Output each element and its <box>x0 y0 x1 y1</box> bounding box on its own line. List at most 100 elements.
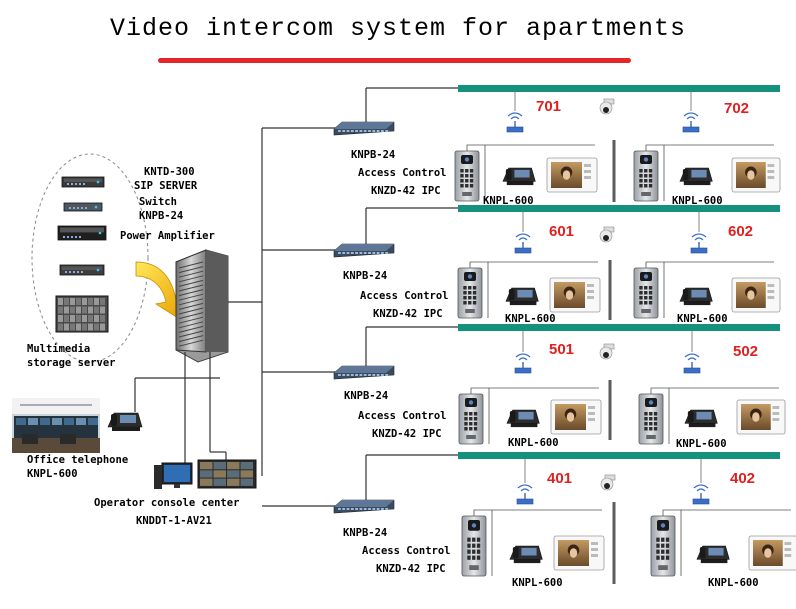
indoor-monitor-icon <box>549 277 601 313</box>
ipc-label: KNZD-42 IPC <box>372 428 442 440</box>
dome-camera-icon <box>599 226 615 243</box>
title-underline <box>158 58 631 63</box>
wifi-icon <box>682 112 700 133</box>
floor-switch-label: KNPB-24 <box>343 527 388 539</box>
operator-console-icon <box>154 459 257 489</box>
door-panel-icon <box>461 515 487 577</box>
access-control-label: Access Control <box>362 545 451 557</box>
indoor-monitor-icon <box>550 399 602 435</box>
room-divider <box>608 380 612 440</box>
desk-phone-icon <box>679 287 713 306</box>
operator-label-line1: Operator console center <box>94 497 240 509</box>
storage-server-device <box>55 295 109 333</box>
room-number: 701 <box>536 98 562 115</box>
server-group-outline <box>31 153 149 363</box>
room-divider <box>612 502 616 584</box>
ipc-label: KNZD-42 IPC <box>373 308 443 320</box>
indoor-monitor-icon <box>553 535 605 571</box>
wifi-icon <box>690 233 708 254</box>
floor-switch-3 <box>333 365 395 380</box>
access-control-label: Access Control <box>358 167 447 179</box>
switch-name-label: Switch <box>139 196 177 208</box>
wifi-icon <box>692 484 710 505</box>
desk-phone-icon <box>679 167 713 186</box>
room-divider <box>608 260 612 320</box>
floor-switch-label: KNPB-24 <box>344 390 389 402</box>
door-panel-icon <box>458 393 484 445</box>
desk-phone-icon <box>505 287 539 306</box>
floor-switch-2 <box>333 243 395 258</box>
connection-lines <box>134 87 458 507</box>
floor-switch-label: KNPB-24 <box>343 270 388 282</box>
room-phone-label: KNPL-600 <box>677 313 728 325</box>
network-device <box>59 264 105 276</box>
indoor-monitor-icon <box>748 535 796 571</box>
wifi-icon <box>514 233 532 254</box>
room-number: 702 <box>724 100 750 117</box>
switch-device <box>63 202 103 212</box>
switch-model-label: KNPB-24 <box>139 210 184 222</box>
room-number: 602 <box>728 223 754 240</box>
floor-bar-1 <box>458 85 780 92</box>
dome-camera-icon <box>599 98 615 115</box>
door-panel-icon <box>457 267 483 319</box>
room-phone-label: KNPL-600 <box>676 438 727 450</box>
room-number: 502 <box>733 343 759 360</box>
dome-camera-icon <box>599 343 615 360</box>
room-number: 402 <box>730 470 756 487</box>
storage-label-line2: storage server <box>27 357 116 369</box>
indoor-monitor-icon <box>736 399 786 435</box>
desk-phone-icon <box>684 409 718 428</box>
wifi-icon <box>516 484 534 505</box>
wifi-icon <box>683 353 701 374</box>
storage-label-line1: Multimedia <box>27 343 91 355</box>
access-control-label: Access Control <box>360 290 449 302</box>
room-phone-label: KNPL-600 <box>483 195 534 207</box>
room-phone-label: KNPL-600 <box>672 195 723 207</box>
floor-bar-2 <box>458 205 780 212</box>
server-rack-icon <box>175 249 229 363</box>
page-title: Video intercom system for apartments <box>109 14 687 43</box>
desk-phone-icon <box>509 545 543 564</box>
room-number: 601 <box>549 223 575 240</box>
door-panel-icon <box>633 150 659 202</box>
amplifier-label: Power Amplifier <box>120 230 215 242</box>
room-phone-label: KNPL-600 <box>505 313 556 325</box>
door-panel-icon <box>638 393 664 445</box>
ipc-label: KNZD-42 IPC <box>371 185 441 197</box>
room-phone-label: KNPL-600 <box>708 577 759 589</box>
door-panel-icon <box>650 515 676 577</box>
floor-switch-4 <box>333 499 395 514</box>
room-phone-label: KNPL-600 <box>512 577 563 589</box>
door-panel-icon <box>454 150 480 202</box>
sip-server-model-label: KNTD-300 <box>144 166 195 178</box>
floor-bar-4 <box>458 452 780 459</box>
indoor-monitor-icon <box>546 157 598 193</box>
desk-phone-icon <box>696 545 730 564</box>
office-phone-icon <box>107 412 143 431</box>
desk-phone-icon <box>502 167 536 186</box>
floor-switch-1 <box>333 121 395 136</box>
sip-server-device <box>61 176 105 188</box>
room-divider <box>612 140 616 202</box>
wifi-icon <box>514 353 532 374</box>
operator-label-line2: KNDDT-1-AV21 <box>136 515 212 527</box>
floor-bar-3 <box>458 324 780 331</box>
office-label-line1: Office telephone <box>27 454 129 466</box>
sip-server-name-label: SIP SERVER <box>134 180 198 192</box>
floor-switch-label: KNPB-24 <box>351 149 396 161</box>
amplifier-device <box>57 225 107 241</box>
access-control-label: Access Control <box>358 410 447 422</box>
room-phone-label: KNPL-600 <box>508 437 559 449</box>
indoor-monitor-icon <box>731 277 781 313</box>
desk-phone-icon <box>506 409 540 428</box>
indoor-monitor-icon <box>731 157 781 193</box>
office-photo <box>12 398 100 453</box>
office-label-line2: KNPL-600 <box>27 468 78 480</box>
ipc-label: KNZD-42 IPC <box>376 563 446 575</box>
wifi-icon <box>506 112 524 133</box>
door-panel-icon <box>633 267 659 319</box>
dome-camera-icon <box>600 474 616 491</box>
